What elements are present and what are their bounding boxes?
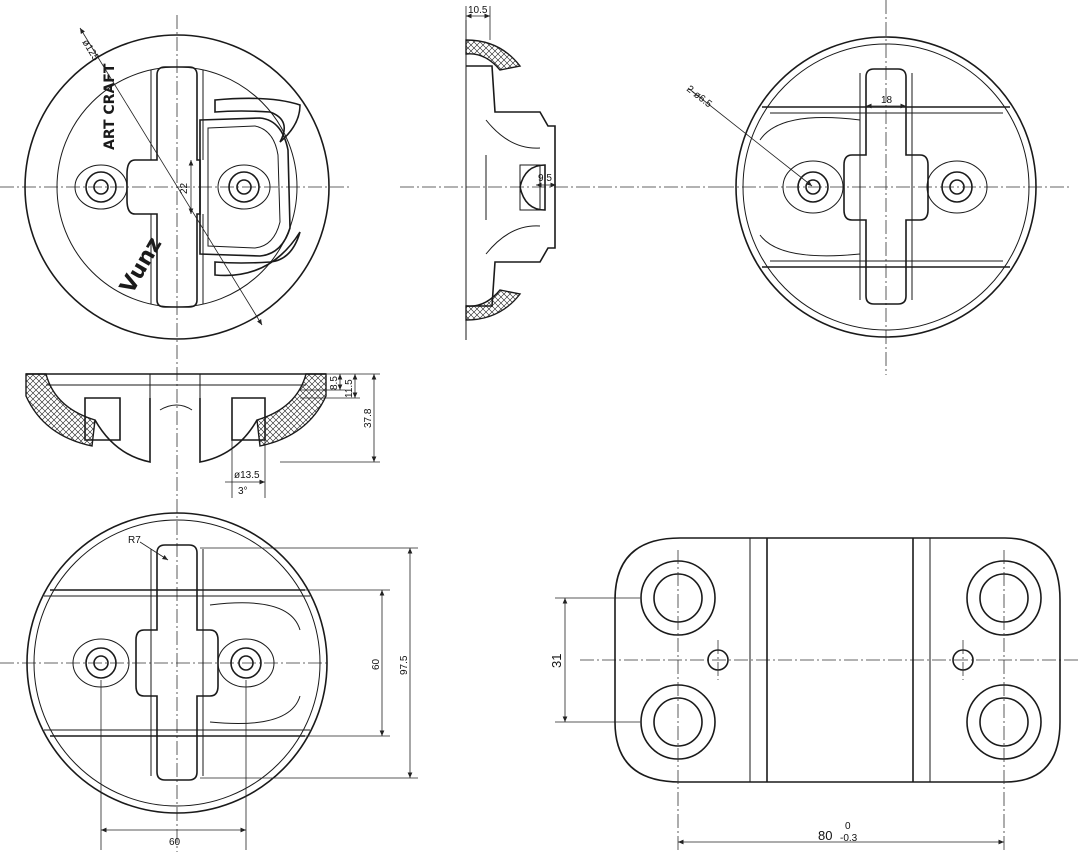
- dim-overall-97-5: 97.5: [399, 655, 410, 675]
- dim-slot-18: 18: [881, 95, 893, 106]
- dim-chamfer-3: 3°: [238, 486, 248, 497]
- dim-plate-tol-upper: 0: [845, 821, 851, 832]
- dim-inner-60: 60: [371, 658, 382, 670]
- section-view: 8.5 11.5 37.8 ø13.5 3°: [25, 373, 380, 498]
- dim-plate-tol-lower: -0.3: [840, 833, 858, 844]
- dim-holes-6-5: 2-ø6.5: [684, 84, 714, 111]
- dim-depth-9-5: 9.5: [538, 173, 552, 184]
- dim-8-5: 8.5: [329, 376, 340, 390]
- top-right-view: 2-ø6.5 18: [684, 0, 1070, 375]
- dim-37-8: 37.8: [363, 408, 374, 428]
- dim-radius-r7: R7: [128, 535, 141, 546]
- logo-art-craft: ART CRAFT: [102, 63, 118, 150]
- dim-hole-pitch-60: 60: [169, 837, 181, 848]
- dim-bore-13-5: ø13.5: [234, 470, 260, 481]
- top-left-view: ART CRAFT Vunz ø125 22: [0, 15, 350, 852]
- dim-11-5: 11.5: [344, 379, 355, 398]
- dim-height-22: 22: [179, 182, 190, 194]
- logo-vunz: Vunz: [116, 233, 168, 298]
- dim-plate-31: 31: [549, 654, 564, 668]
- plate-view: 31 80 0 -0.3: [549, 537, 1080, 850]
- side-view: 10.5 9.5: [400, 5, 720, 340]
- dim-width-10-5: 10.5: [468, 5, 488, 16]
- dim-diameter-125: ø125: [79, 38, 101, 64]
- bottom-left-view: R7 60 97.5 60: [0, 512, 418, 850]
- dim-plate-80: 80: [818, 828, 832, 843]
